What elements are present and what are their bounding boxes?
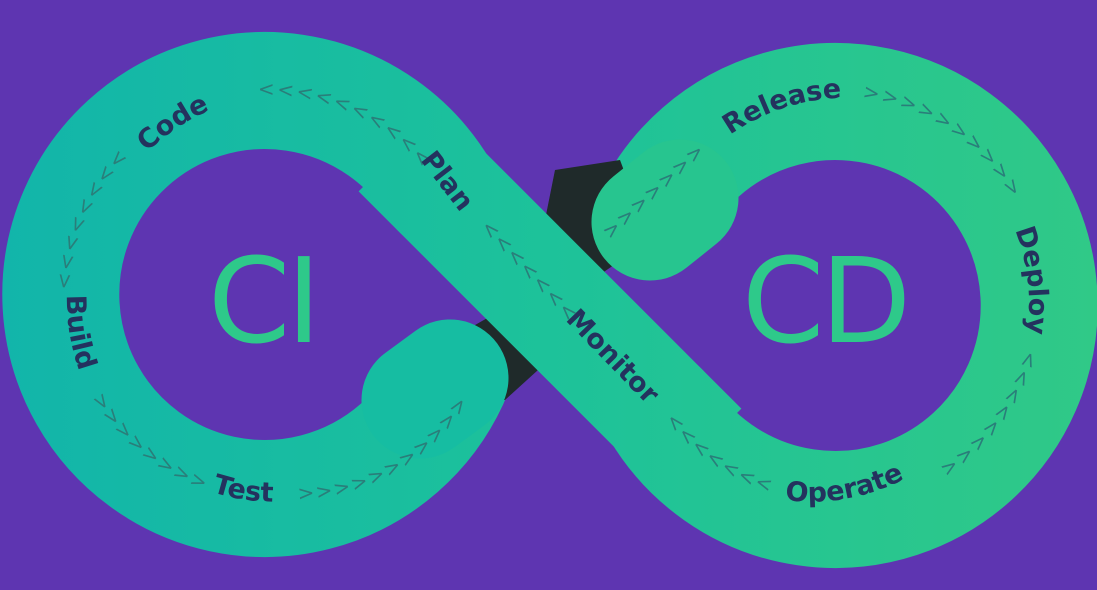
main-diagonal-band	[358, 108, 742, 492]
crossing-stubs	[361, 139, 739, 459]
cd-loop-band	[591, 43, 1097, 568]
cd-label: CD	[742, 232, 907, 370]
ci-loop-band	[2, 32, 509, 557]
ci-label: CI	[208, 232, 317, 370]
